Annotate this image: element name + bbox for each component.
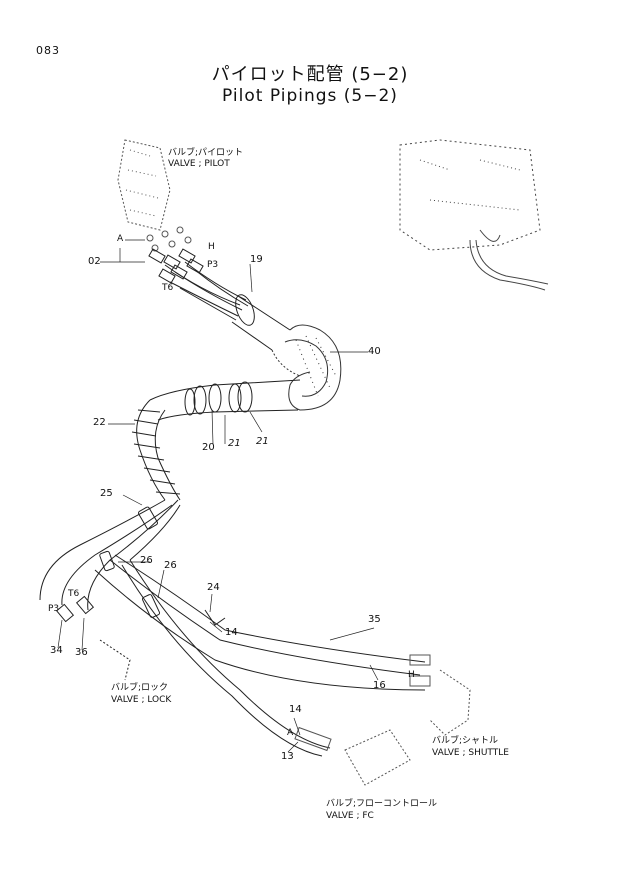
part-number-21a: 21 [228, 438, 241, 449]
part-number-02: 02 [88, 256, 101, 267]
pilot-hose-bundle-upper [164, 261, 249, 321]
machine-inset-view [399, 139, 549, 291]
clamped-hose-section [149, 379, 301, 421]
part-number-34: 34 [50, 645, 63, 656]
shuttle-valve [409, 654, 471, 736]
part-number-36: 36 [75, 647, 88, 658]
part-number-26a: 26 [140, 555, 153, 566]
valve-lock-label-en: VALVE ; LOCK [111, 695, 172, 705]
part-number-21b: 21 [256, 436, 269, 447]
part-number-22: 22 [93, 417, 106, 428]
leader-lines [57, 239, 379, 753]
port-label-a-bottom: A [287, 728, 294, 738]
port-label-p3-left: P3 [48, 604, 60, 614]
valve-lock-label-jp: バルブ;ロック [111, 683, 169, 693]
port-label-h: H [208, 242, 215, 252]
part-number-35: 35 [368, 614, 381, 625]
part-number-14b: 14 [289, 704, 302, 715]
part-number-25: 25 [100, 488, 113, 499]
hose-clamps-lower [99, 506, 226, 626]
valve-shuttle-label-en: VALVE ; SHUTTLE [432, 748, 509, 758]
valve-fc-label-en: VALVE ; FC [326, 811, 374, 821]
part-number-26b: 26 [164, 560, 177, 571]
long-hose-run [39, 499, 426, 757]
valve-pilot-label-jp: バルブ;パイロット [168, 148, 244, 158]
part-number-24: 24 [207, 582, 220, 593]
flow-control-valve [294, 726, 411, 786]
part-number-20: 20 [202, 442, 215, 453]
valve-shuttle-label-jp: バルブ;シャトル [432, 736, 499, 746]
part-number-40: 40 [368, 346, 381, 357]
part-number-14a: 14 [225, 627, 238, 638]
part-number-16: 16 [373, 680, 386, 691]
spiral-hose-guard [131, 399, 181, 501]
title-japanese: パイロット配管 (5−2) [211, 64, 409, 85]
pilot-valve-block [117, 139, 192, 252]
page-number: 083 [36, 44, 60, 57]
valve-pilot-label-en: VALVE ; PILOT [168, 159, 230, 169]
port-label-a-top: A [117, 234, 124, 244]
port-label-h-right: H [408, 670, 415, 680]
part-number-19: 19 [250, 254, 263, 265]
protective-sleeve [231, 294, 291, 351]
port-label-t6-top: T6 [162, 283, 174, 293]
pilot-hose-fittings [148, 248, 204, 284]
valve-fc-label-jp: バルブ;フローコントロール [326, 799, 438, 809]
hose-loop [271, 324, 342, 411]
part-number-13: 13 [281, 751, 294, 762]
title-english: Pilot Pipings (5−2) [222, 86, 398, 106]
lock-valve-fittings [55, 595, 131, 681]
port-label-p3-top: P3 [207, 260, 219, 270]
port-label-t6-left: T6 [68, 589, 80, 599]
